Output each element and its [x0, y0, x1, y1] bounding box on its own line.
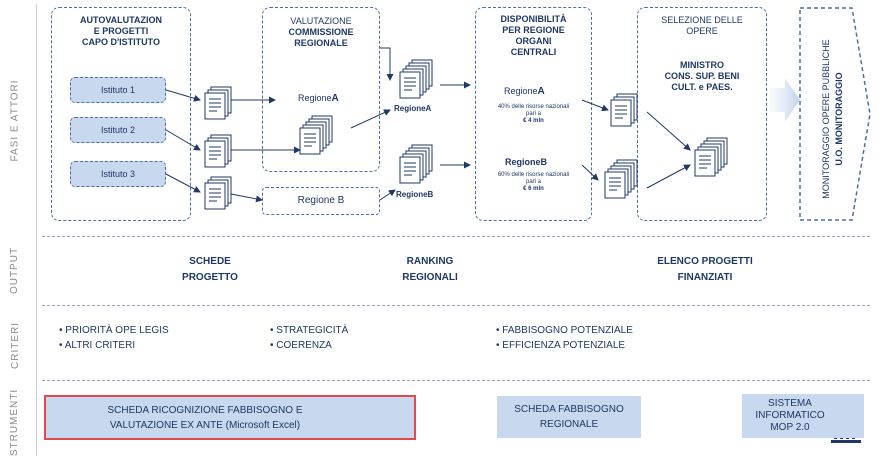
selezione-stack	[695, 138, 727, 176]
ranking-regione-a: RegioneA	[394, 104, 432, 113]
regione-a-label: RegioneA	[298, 93, 339, 104]
criteri-group-3: • FABBISOGNO POTENZIALE• EFFICIENZA POTE…	[496, 325, 633, 351]
disponibilita-stack-b	[605, 160, 637, 198]
separator-output-criteri	[42, 305, 870, 306]
separator-fasi-output	[42, 236, 870, 237]
criteri-group-1: • PRIORITÀ OPE LEGIS• ALTRI CRITERI	[59, 325, 169, 351]
istituto-1: Istituto 1	[70, 77, 166, 103]
disponibilita-stack-a	[611, 94, 637, 126]
separator-criteri-strumenti	[42, 380, 870, 381]
ranking-stack-b	[400, 145, 432, 183]
disponibilita-regione-b: RegioneB	[505, 157, 548, 167]
phase-disponibilita-box	[475, 7, 592, 221]
disponibilita-regione-a: RegioneA	[504, 86, 545, 97]
regione-b-box	[262, 187, 380, 215]
document-stack-1	[205, 87, 231, 119]
istituto-3: Istituto 3	[70, 161, 166, 187]
transition-arrow	[770, 78, 800, 122]
document-stack-3	[205, 177, 231, 209]
istituto-2: Istituto 2	[70, 117, 166, 143]
document-stack-2	[205, 135, 231, 167]
regione-b-label: Regione B	[297, 195, 345, 206]
criteri-group-2: • STRATEGICITÀ• COERENZA	[270, 325, 349, 351]
document-stack-regione-a	[300, 116, 332, 154]
ranking-stack-a	[400, 60, 432, 98]
ranking-regione-b: RegioneB	[396, 190, 434, 199]
phase-monitoraggio-arrow	[799, 7, 871, 221]
row-label-divider	[36, 4, 37, 456]
phase-selezione-box	[637, 7, 767, 221]
